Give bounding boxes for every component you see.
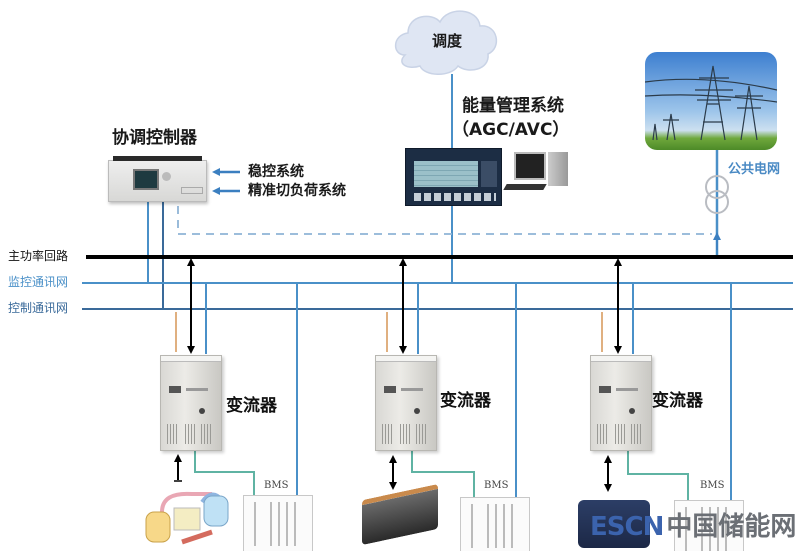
unit-1-wiring (174, 258, 298, 495)
bms-2-label: BMS (484, 480, 509, 491)
power-tower-photo (645, 52, 777, 150)
dispatch-cloud (394, 10, 498, 75)
bms-3-rack (674, 500, 744, 551)
unit-3-wiring (601, 258, 732, 500)
flow-battery-icon (145, 491, 229, 545)
bms-3-label: BMS (700, 480, 725, 491)
unit-2-wiring (386, 258, 517, 497)
inverter-2-label: 变流器 (440, 391, 491, 411)
main-power-bus-label: 主功率回路 (8, 249, 69, 263)
coordinated-controller-device (108, 156, 207, 202)
ems-title: 能量管理系统 (462, 96, 564, 116)
bms-2-rack (460, 497, 530, 551)
watermark-en: ESCN (590, 512, 664, 542)
ems-screen-icon (405, 148, 502, 206)
monitor-network-label: 监控通讯网 (8, 275, 69, 289)
controller-title: 协调控制器 (112, 128, 197, 148)
dispatch-label: 调度 (432, 32, 463, 50)
inverter-1 (160, 355, 222, 451)
control-network-label: 控制通讯网 (8, 301, 69, 315)
inverter-1-label: 变流器 (226, 396, 277, 416)
inverter-3 (590, 355, 652, 451)
bms-1-label: BMS (264, 480, 289, 491)
transformer-icon (705, 175, 729, 199)
public-grid-label: 公共电网 (728, 162, 781, 177)
controller-input-2: 精准切负荷系统 (248, 183, 346, 199)
inverter-2 (375, 355, 437, 451)
lead-acid-battery-icon (578, 500, 650, 548)
watermark-cn: 中国储能网 (666, 512, 797, 542)
inverter-3-label: 变流器 (652, 391, 703, 411)
controller-input-1: 稳控系统 (248, 164, 304, 180)
bms-1-rack (243, 495, 313, 551)
ems-subtitle: （AGC/AVC） (452, 120, 570, 140)
dashed-control-link (177, 206, 712, 235)
